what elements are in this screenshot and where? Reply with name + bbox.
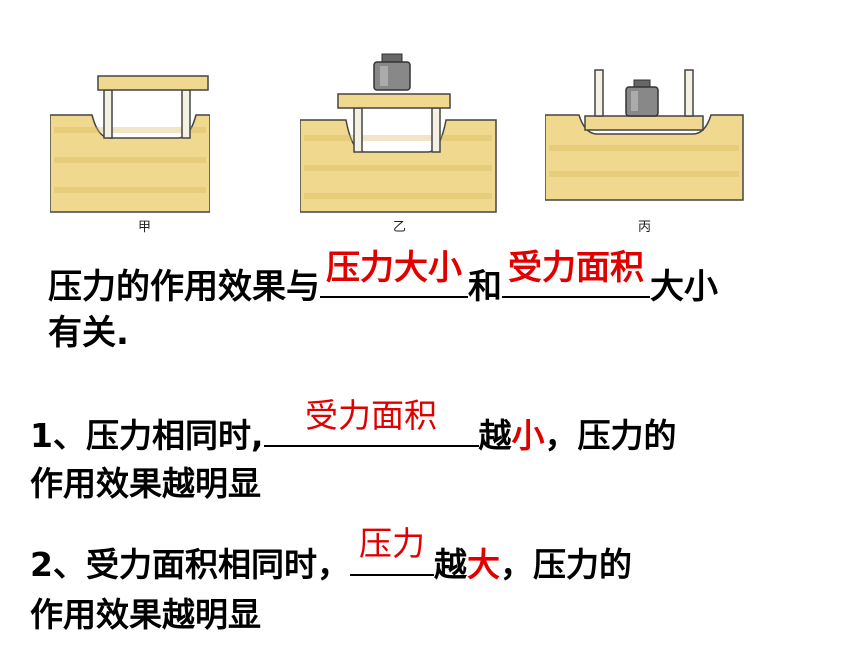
table-top [97,75,209,91]
point2-line2: 作用效果越明显 [30,595,261,634]
sand-block-bing [545,114,744,201]
blank-2: 受力面积 [502,248,650,298]
table-leg-left [353,107,363,153]
point2-prefix: 2、受力面积相同时， [30,545,350,584]
table-leg-right [431,107,441,153]
sand-block-yi [300,119,497,213]
table-top [584,115,704,131]
figure-yi [300,53,497,213]
point-2: 2、受力面积相同时，压力越大，压力的 作用效果越明显 [30,524,632,640]
statement-line2: 有关. [48,313,129,353]
statement: 压力的作用效果与压力大小和受力面积大小 有关. [48,248,718,356]
statement-prefix: 压力的作用效果与 [48,267,320,307]
figure-label-jia: 甲 [138,220,152,235]
point2-blank: 压力 [349,524,434,576]
point-1: 1、压力相同时, 受力面积越小，压力的 作用效果越明显 [30,396,677,508]
point1-highlight: 小 [511,416,545,455]
point1-mid: 越 [478,416,512,455]
table-leg-left [594,69,604,117]
sand-block-jia [50,114,210,213]
figure-label-yi: 乙 [393,220,407,235]
weight-icon [625,79,659,117]
answer-contact-area: 受力面积 [508,247,644,288]
point2-mid: 越 [433,545,467,584]
point1-line2: 作用效果越明显 [30,464,261,503]
figure-jia [50,75,210,213]
table-leg-left [103,89,113,139]
statement-mid: 和 [468,267,502,307]
point1-blank: 受力面积 [263,396,479,447]
point2-highlight: 大 [466,545,500,584]
table-leg-right [684,69,694,117]
statement-suffix: 大小 [650,267,718,307]
point2-suffix: ，压力的 [499,545,632,584]
point1-answer: 受力面积 [305,396,437,436]
table-top [337,93,451,109]
weight-icon [373,53,411,91]
figure-bing [545,69,744,201]
blank-1: 压力大小 [320,248,468,298]
point2-answer: 压力 [358,524,425,564]
figure-label-bing: 丙 [638,220,652,235]
table-leg-right [181,89,191,139]
answer-pressure-magnitude: 压力大小 [326,247,462,288]
point1-suffix: ，压力的 [544,416,677,455]
point1-prefix: 1、压力相同时, [30,416,264,455]
